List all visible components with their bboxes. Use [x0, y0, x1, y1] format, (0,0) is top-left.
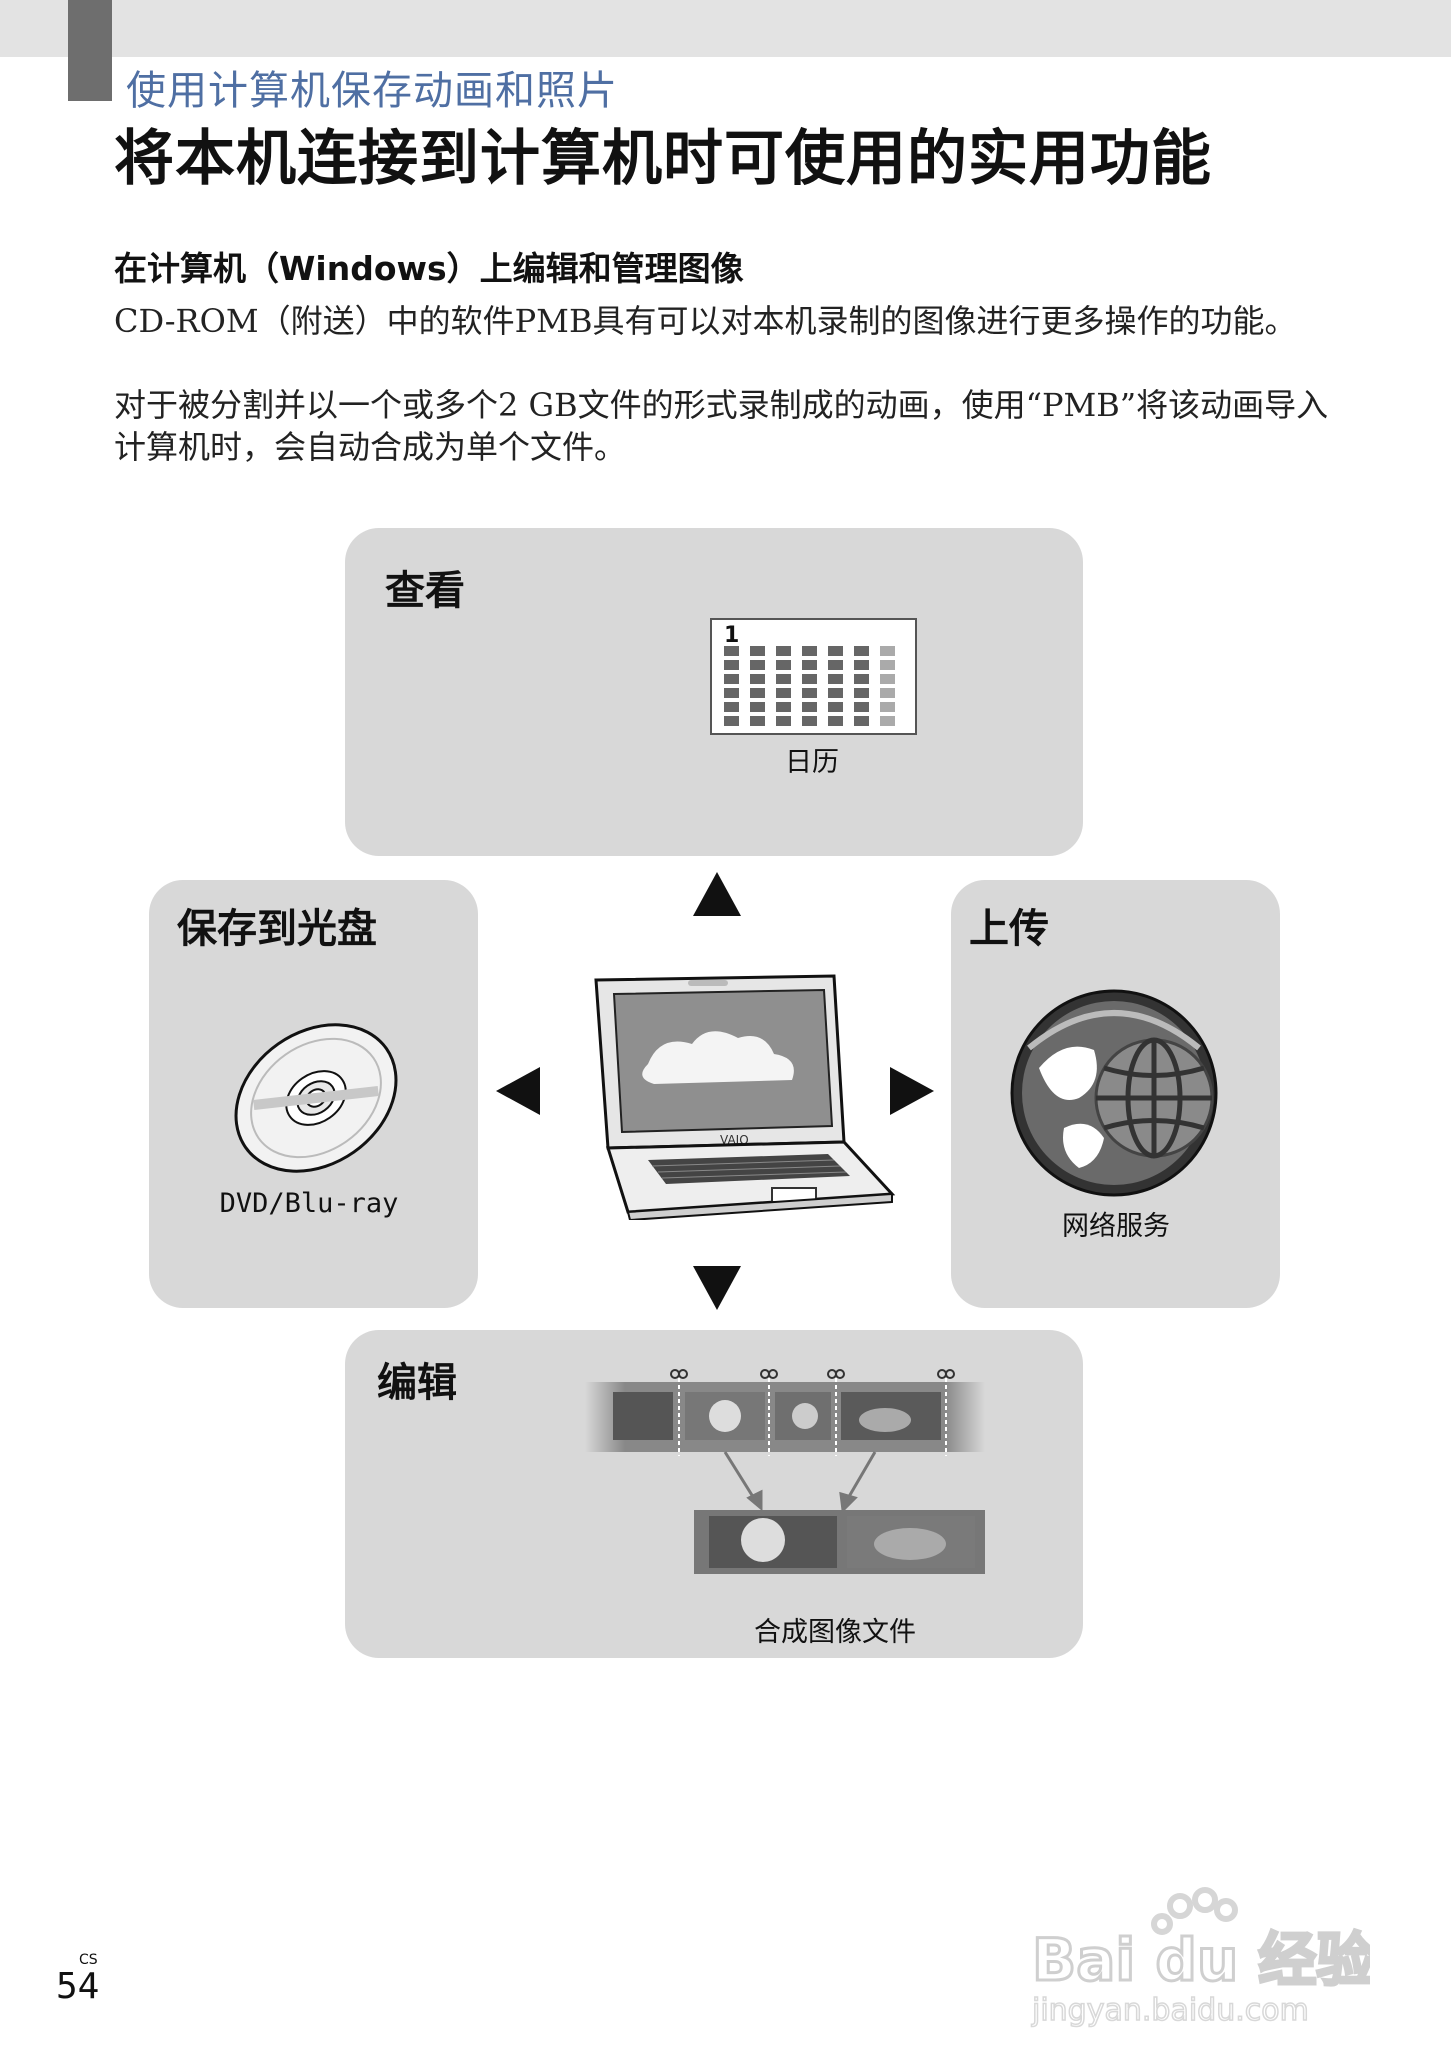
baidu-watermark-logo: Bai du 经验 jingyan.baidu.com — [1030, 1880, 1370, 2030]
calendar-day-cell — [828, 674, 843, 684]
calendar-day-cell — [776, 646, 791, 656]
subheading: 在计算机（Windows）上编辑和管理图像 — [114, 242, 744, 290]
edit-caption: 合成图像文件 — [715, 1610, 955, 1649]
save-disc-panel: 保存到光盘 DVD/Blu-ray — [149, 880, 478, 1308]
calendar-day-cell — [802, 660, 817, 670]
calendar-day-cell — [880, 660, 895, 670]
save-disc-caption: DVD/Blu-ray — [179, 1188, 439, 1219]
calendar-day-cell — [750, 674, 765, 684]
calendar-icon: 1 — [710, 618, 920, 738]
calendar-day-cell — [802, 716, 817, 726]
calendar-day-cell — [750, 702, 765, 712]
calendar-day-cell — [854, 716, 869, 726]
calendar-day-cell — [880, 688, 895, 698]
calendar-day-cell — [802, 674, 817, 684]
calendar-day-cell — [880, 702, 895, 712]
calendar-day-cell — [828, 688, 843, 698]
intro-paragraph: CD-ROM（附送）中的软件PMB具有可以对本机录制的图像进行更多操作的功能。 — [114, 300, 1344, 342]
calendar-day-cell — [724, 660, 739, 670]
header-bar — [0, 0, 1451, 57]
calendar-day-cell — [802, 688, 817, 698]
upload-caption: 网络服务 — [1021, 1204, 1211, 1243]
calendar-day-cell — [724, 674, 739, 684]
calendar-day-cell — [776, 674, 791, 684]
edit-label: 编辑 — [377, 1350, 457, 1408]
calendar-day-cell — [828, 702, 843, 712]
arrow-down-icon — [693, 1266, 741, 1310]
calendar-day-cell — [724, 702, 739, 712]
calendar-day-cell — [880, 716, 895, 726]
view-caption: 日历 — [737, 740, 887, 779]
filmstrip-edit-illustration — [585, 1360, 985, 1575]
page-number: 54 — [56, 1966, 99, 2007]
upload-panel: 上传 网络服务 — [951, 880, 1280, 1308]
section-tab-marker — [68, 0, 112, 101]
calendar-day-cell — [828, 660, 843, 670]
calendar-day-cell — [776, 702, 791, 712]
calendar-day-cell — [854, 646, 869, 656]
calendar-day-cell — [854, 702, 869, 712]
view-label: 查看 — [385, 558, 465, 616]
edit-panel: 编辑 — [345, 1330, 1083, 1658]
calendar-day-cell — [750, 646, 765, 656]
arrow-up-icon — [693, 872, 741, 916]
calendar-day-cell — [750, 688, 765, 698]
section-title: 使用计算机保存动画和照片 — [126, 58, 618, 116]
calendar-day-cell — [880, 674, 895, 684]
calendar-day-cell — [828, 646, 843, 656]
calendar-day-cell — [724, 646, 739, 656]
calendar-day-cell — [854, 688, 869, 698]
calendar-day-cell — [776, 660, 791, 670]
calendar-day-cell — [828, 716, 843, 726]
disc-icon — [221, 1008, 411, 1188]
calendar-day-cell — [854, 674, 869, 684]
arrow-left-icon — [496, 1067, 540, 1115]
calendar-day-cell — [776, 688, 791, 698]
calendar-number: 1 — [724, 623, 739, 648]
page-title: 将本机连接到计算机时可使用的实用功能 — [114, 110, 1212, 197]
calendar-day-cell — [750, 660, 765, 670]
calendar-day-cell — [802, 646, 817, 656]
save-disc-label: 保存到光盘 — [177, 896, 377, 954]
calendar-day-cell — [750, 716, 765, 726]
watermark-brand: Bai du 经验 — [1032, 1926, 1370, 1994]
merge-paragraph: 对于被分割并以一个或多个2 GB文件的形式录制成的动画，使用“PMB”将该动画导… — [114, 384, 1344, 468]
calendar-day-cell — [724, 716, 739, 726]
view-panel: 查看 1 日历 — [345, 528, 1083, 856]
calendar-day-cell — [854, 660, 869, 670]
globe-icon — [1009, 988, 1219, 1198]
calendar-day-cell — [724, 688, 739, 698]
calendar-day-cell — [776, 716, 791, 726]
watermark-url: jingyan.baidu.com — [1031, 1993, 1309, 2028]
calendar-day-cell — [802, 702, 817, 712]
upload-label: 上传 — [969, 896, 1049, 954]
calendar-day-cell — [880, 646, 895, 656]
laptop-icon: VAIO — [588, 972, 898, 1220]
